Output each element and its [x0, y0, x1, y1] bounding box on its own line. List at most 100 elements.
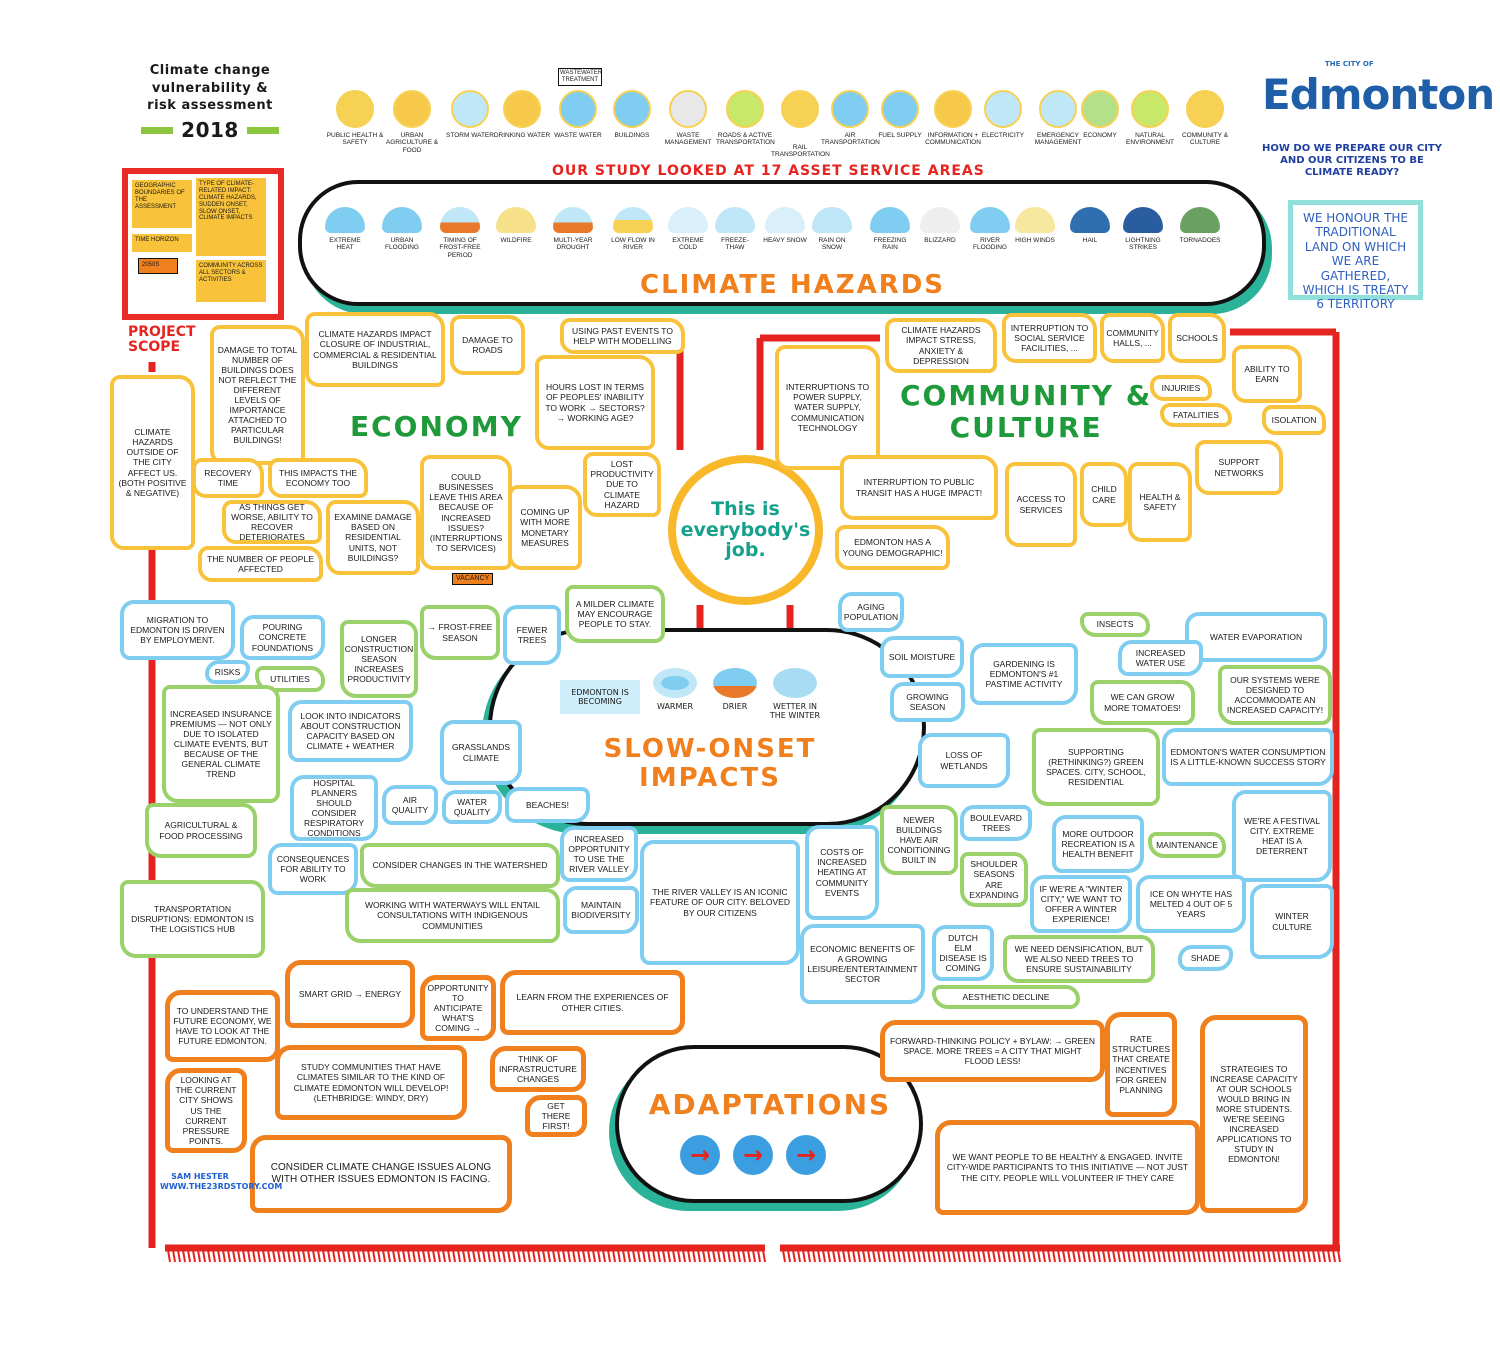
slow-onset-title: Slow-onset impacts	[603, 734, 817, 793]
community-note: Interruption to social service facilitie…	[1002, 313, 1097, 363]
scope-item: Geographic boundaries of the assessment	[132, 180, 192, 228]
asset-area: Waste management	[659, 90, 717, 147]
community-note: Health & safety	[1128, 462, 1192, 542]
climate-hazard: Multi-year drought	[550, 207, 596, 252]
community-note: Support networks	[1195, 440, 1283, 495]
adaptations-cloud	[615, 1045, 923, 1203]
adaptations-note: To understand the future economy, we hav…	[165, 990, 280, 1062]
climate-hazard: High winds	[1012, 207, 1058, 244]
asset-icon	[559, 90, 597, 128]
year: 2018	[130, 117, 290, 144]
hazard-icon	[382, 207, 422, 233]
asset-area: Electricity	[974, 90, 1032, 139]
asset-label: Storm water	[446, 132, 494, 139]
climate-hazard: Extreme cold	[665, 207, 711, 252]
slow-onset-note: Economic benefits of a growing leisure/e…	[800, 924, 925, 1004]
economy-note: Coming up with more monetary measures	[508, 485, 582, 570]
snow-rain-icon	[773, 668, 817, 698]
economy-note: Recovery time	[192, 458, 264, 498]
slow-onset-note: Water quality	[442, 790, 502, 824]
asset-area: Buildings	[603, 90, 661, 139]
title-line: Culture	[949, 411, 1103, 445]
slow-onset-note: Loss of wetlands	[918, 733, 1010, 788]
asset-label: Air transportation	[821, 132, 880, 147]
asset-label: Information + communication	[925, 132, 981, 147]
economy-note: The number of people affected	[198, 546, 323, 582]
economy-note: As things get worse, ability to recover …	[222, 500, 322, 544]
slow-onset-note: Our systems were designed to accommodate…	[1218, 665, 1332, 725]
slow-onset-note: Migration to Edmonton is driven by emplo…	[120, 600, 235, 660]
asset-area: Fuel supply	[871, 90, 929, 139]
adaptations-note: We want people to be healthy & engaged. …	[935, 1120, 1200, 1215]
asset-label: Buildings	[614, 132, 650, 139]
slow-onset-note: Hospital planners should consider respir…	[290, 775, 378, 841]
asset-icon	[881, 90, 919, 128]
asset-label: Waste management	[664, 132, 712, 147]
sun-icon	[653, 668, 697, 698]
hazard-label: Extreme heat	[329, 237, 361, 252]
hazard-label: Freeze-thaw	[721, 237, 749, 252]
economy-note: Using past events to help with modelling	[560, 318, 685, 354]
asset-area: Rail transportation	[771, 90, 830, 159]
hazard-icon	[1070, 207, 1110, 233]
asset-icon	[781, 90, 819, 128]
credit-name: Sam Hester	[171, 1172, 229, 1181]
slow-onset-note: We can grow more tomatoes!	[1090, 680, 1195, 725]
adaptations-title: Adaptations	[648, 1088, 892, 1121]
hazard-label: Freezing rain	[873, 237, 907, 252]
land-acknowledgement: We honour the traditional land on which …	[1288, 200, 1423, 311]
asset-label: Urban agriculture & food	[385, 132, 439, 154]
slow-onset-note: Newer buildings have air conditioning bu…	[880, 805, 958, 875]
asset-label: Community & culture	[1181, 132, 1229, 147]
slow-onset-note: We're a festival city. Extreme heat is a…	[1232, 790, 1332, 882]
hazard-label: Urban flooding	[385, 237, 419, 252]
hazard-label: Hail	[1082, 237, 1098, 244]
community-note: Injuries	[1150, 375, 1212, 401]
climate-hazards-title: Climate Hazards	[640, 270, 946, 300]
community-note: Child care	[1080, 462, 1128, 527]
climate-hazard: Tornadoes	[1177, 207, 1223, 244]
asset-icon	[984, 90, 1022, 128]
warmer-label: Warmer	[656, 702, 694, 711]
asset-label: Fuel supply	[878, 132, 922, 139]
slow-onset-note: Consider changes in the watershed	[360, 843, 560, 888]
hazard-label: Extreme cold	[672, 237, 704, 252]
adaptations-note: Consider climate change issues along wit…	[250, 1135, 512, 1213]
slow-onset-note: Fewer trees	[503, 605, 561, 665]
community-note: Schools	[1168, 313, 1226, 363]
asset-area: Roads & active transportation	[716, 90, 775, 147]
asset-icon	[1131, 90, 1169, 128]
economy-note: This impacts the economy too	[268, 458, 368, 498]
slow-onset-note: Pouring concrete foundations	[240, 615, 325, 660]
community-note: Ability to earn	[1232, 345, 1302, 403]
edmonton-logo: Edmonton	[1262, 70, 1495, 119]
climate-hazard: Freezing rain	[867, 207, 913, 252]
hazard-icon	[920, 207, 960, 233]
slow-onset-note: Consequences for ability to work	[268, 843, 358, 895]
slow-onset-note: Dutch elm disease is coming	[932, 925, 994, 981]
economy-note: Climate hazards impact closure of indust…	[305, 312, 445, 387]
community-note: Edmonton has a young demographic!	[835, 525, 950, 570]
hazard-icon	[715, 207, 755, 233]
asset-area: Natural environment	[1121, 90, 1179, 147]
diagram-title: Climate change vulnerability & risk asse…	[130, 62, 290, 144]
asset-label: Roads & active transportation	[716, 132, 775, 147]
asset-label: Electricity	[981, 132, 1025, 139]
hazard-label: Blizzard	[924, 237, 956, 244]
asset-area: Air transportation	[821, 90, 880, 147]
title-line: vulnerability &	[151, 80, 269, 96]
adaptations-note: Study communities that have climates sim…	[275, 1045, 467, 1120]
slow-onset-note: More outdoor recreation is a health bene…	[1052, 815, 1144, 873]
slow-onset-note: Agricultural & food processing	[145, 803, 257, 858]
warmer-item: Warmer	[645, 668, 705, 711]
slow-onset-note: Gardening is Edmonton's #1 pastime activ…	[970, 643, 1078, 705]
community-note: Interruption to public transit has a hug…	[840, 455, 998, 520]
asset-label: Economy	[1083, 132, 1117, 139]
asset-icon	[669, 90, 707, 128]
asset-label: Emergency management	[1034, 132, 1082, 147]
economy-note: Lost productivity due to climate hazard	[583, 452, 661, 517]
adaptations-note: Smart grid → energy	[285, 960, 415, 1028]
climate-hazard: Rain on snow	[809, 207, 855, 252]
asset-label: Waste water	[554, 132, 602, 139]
asset-icon	[451, 90, 489, 128]
